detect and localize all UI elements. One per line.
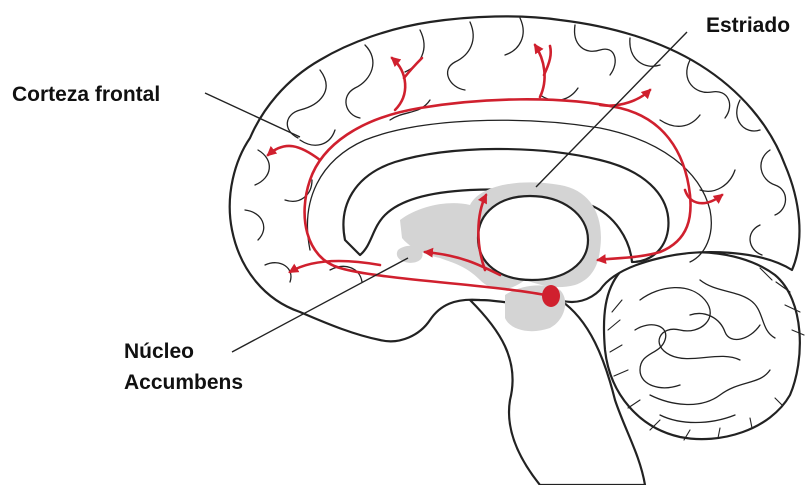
label-nucleo: Núcleo (124, 340, 194, 363)
label-corteza-frontal: Corteza frontal (12, 83, 160, 106)
vta-origin-dot (542, 285, 560, 307)
label-estriado: Estriado (706, 14, 790, 37)
cerebellum (604, 252, 804, 440)
label-accumbens: Accumbens (124, 371, 243, 394)
thalamus (478, 196, 588, 280)
